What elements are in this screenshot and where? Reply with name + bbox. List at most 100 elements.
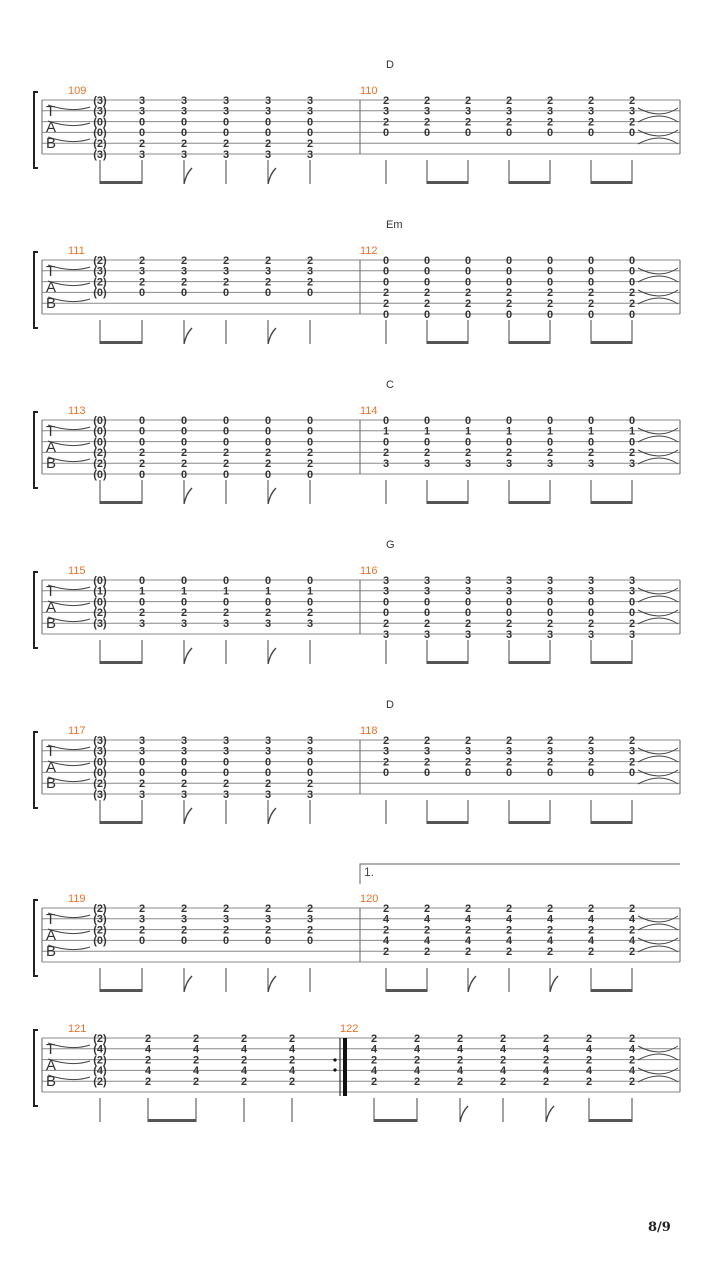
tab-clef-a: A [46,599,56,616]
fret-number: 0 [223,436,229,448]
fret-number: 0 [223,127,229,139]
fret-number: 0 [588,767,594,779]
fret-number: 4 [457,1065,464,1077]
fret-number: 2 [383,756,389,768]
fret-number: 3 [307,789,313,801]
fret-number: (3) [93,106,107,118]
fret-number: 0 [307,116,313,128]
chord-name: G [386,539,395,551]
tab-clef-a: A [46,279,56,296]
fret-number: 0 [506,415,512,427]
fret-number: 2 [547,756,553,768]
fret-number: 0 [181,756,187,768]
measure-number: 116 [360,565,378,577]
fret-number: 2 [223,607,229,619]
fret-number: 0 [465,255,471,267]
fret-number: 3 [181,746,187,758]
fret-number: 2 [506,946,512,958]
fret-number: 3 [181,735,187,747]
tab-clef-t: T [46,583,55,600]
fret-number: 2 [465,447,471,459]
fret-number: 2 [588,116,594,128]
measure-number: 119 [68,893,86,905]
tab-clef-b: B [46,455,56,472]
fret-number: 3 [547,575,553,587]
fret-number: 2 [506,618,512,630]
fret-number: 4 [586,1044,593,1056]
fret-number: 2 [543,1054,549,1066]
fret-number: 3 [181,789,187,801]
tie-curve [47,944,91,951]
fret-number: 0 [181,596,187,608]
fret-number: 2 [465,95,471,107]
fret-number: 3 [506,575,512,587]
fret-number: 2 [265,276,271,288]
fret-number: 0 [265,469,271,481]
tab-clef-b: B [46,295,56,312]
note-flag [183,647,193,665]
measure-number: 114 [360,405,378,417]
fret-number: 3 [181,618,187,630]
fret-number: (2) [93,458,107,470]
fret-number: 0 [383,309,389,321]
fret-number: 3 [265,746,271,758]
measure-number: 111 [68,245,85,257]
fret-number: 0 [223,116,229,128]
tie-curve [637,755,679,763]
fret-number: 4 [547,914,554,926]
fret-number: 0 [139,596,145,608]
fret-number: 3 [139,106,145,118]
note-flag [183,807,193,825]
tie-curve [47,1058,91,1065]
fret-number: 0 [181,767,187,779]
fret-number: 2 [629,95,635,107]
fret-number: 0 [181,287,187,299]
fret-number: 4 [289,1044,296,1056]
fret-number: 0 [506,596,512,608]
fret-number: 3 [506,629,512,641]
fret-number: 3 [424,575,430,587]
fret-number: 2 [145,1054,151,1066]
fret-number: 0 [465,276,471,288]
fret-number: 0 [424,596,430,608]
fret-number: 2 [547,946,553,958]
fret-number: 2 [629,756,635,768]
tie-curve [47,264,91,271]
note-beam [427,661,468,664]
fret-number: 0 [424,436,430,448]
fret-number: 0 [139,415,145,427]
fret-number: 2 [629,735,635,747]
fret-number: 0 [139,287,145,299]
note-beam [100,989,142,992]
fret-number: (0) [93,436,107,448]
tab-clef-t: T [46,911,55,928]
fret-number: 0 [588,309,594,321]
fret-number: 2 [586,1033,592,1045]
fret-number: 3 [547,746,553,758]
fret-number: 2 [588,618,594,630]
measure-number: 120 [360,893,378,905]
fret-number: 3 [424,629,430,641]
fret-number: 2 [465,116,471,128]
fret-number: 2 [223,778,229,790]
fret-number: 3 [424,458,430,470]
tab-clef-t: T [46,103,55,120]
fret-number: 0 [307,767,313,779]
fret-number: 0 [265,756,271,768]
fret-number: 2 [506,298,512,310]
fret-number: 2 [506,903,512,915]
volta-bracket [359,863,680,884]
fret-number: 2 [457,1033,463,1045]
fret-number: 2 [547,116,553,128]
fret-number: 0 [307,469,313,481]
note-flag [267,487,277,505]
fret-number: 3 [223,789,229,801]
fret-number: 4 [547,935,554,947]
fret-number: 2 [371,1054,377,1066]
fret-number: 2 [181,778,187,790]
fret-number: 0 [465,607,471,619]
system-bracket [33,571,38,649]
note-flag [267,807,277,825]
fret-number: 2 [465,287,471,299]
fret-number: 0 [424,255,430,267]
